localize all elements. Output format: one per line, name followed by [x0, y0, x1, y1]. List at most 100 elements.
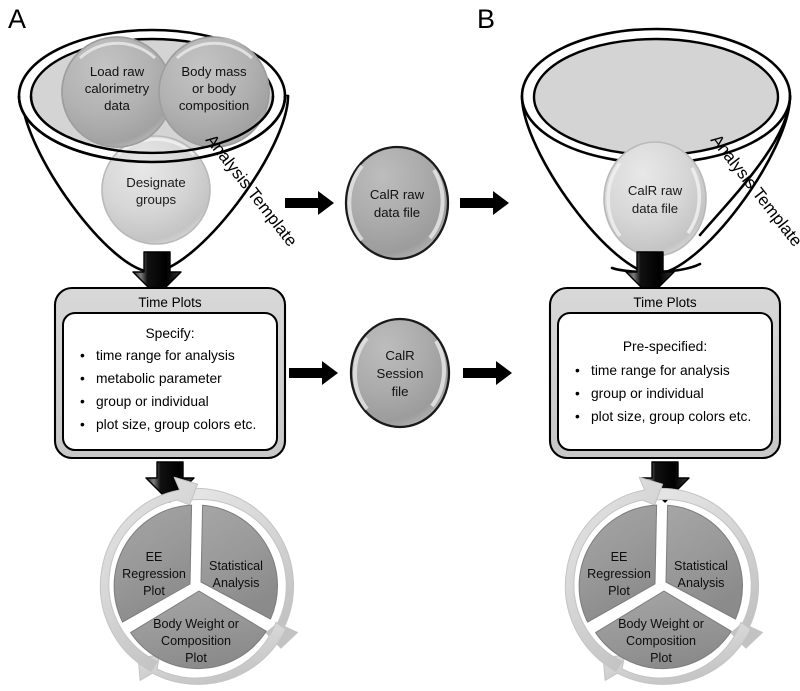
funnel-b-bubble-line-1: data file [632, 201, 678, 216]
time-plots-box-a-heading: Specify: [145, 326, 194, 341]
arrow-right-session-in-shape [289, 361, 338, 385]
calr-session-file-shape [349, 317, 451, 429]
bubble-body-mass-gloss [175, 41, 254, 60]
cycle-a-label-bodyweight-1: Composition [161, 634, 231, 648]
bubble-designate-groups-line-1: groups [136, 192, 177, 207]
bullet-icon: • [575, 363, 580, 378]
cycle-a-segment-body-weight-plot [130, 590, 267, 670]
funnel-b-bubble-gloss-left [606, 161, 622, 238]
time-plots-box-b-item-0: time range for analysis [591, 363, 730, 378]
cycle-a-segment-ee-regression-plot [113, 504, 193, 623]
time-plots-box-a-item-0: time range for analysis [96, 348, 235, 363]
bubble-designate-groups-line-0: Designate [126, 175, 185, 190]
panel-b: B CalR raw data file Analysis Template [477, 4, 800, 685]
arrow-right-raw-out-shape [460, 191, 509, 215]
bubble-load-raw-line-1: calorimetry [85, 81, 150, 96]
cycle-b-arrow-1 [654, 487, 763, 649]
cycle-a-label-bodyweight-0: Body Weight or [153, 617, 239, 631]
cycle-a-label-ee-0: EE [146, 550, 163, 564]
calr-raw-data-file-shape [344, 145, 450, 261]
arrow-right-session-out-shape [463, 361, 512, 385]
cycle-b-label-bodyweight-0: Body Weight or [618, 617, 704, 631]
calr-raw-data-file-line-0: CalR raw [370, 187, 425, 202]
time-plots-box-a-item-3: plot size, group colors etc. [96, 417, 256, 432]
arrow-down-a-1 [132, 251, 182, 297]
calr-session-file-gloss-right [430, 339, 446, 408]
cycle-b-arrow-3 [564, 476, 664, 672]
calr-session-file-line-1: Session [377, 366, 424, 381]
funnel-rim-outer-front-a [17, 95, 287, 164]
cycle-a-ring-arrows [99, 476, 298, 685]
time-plots-box-a-title: Time Plots [138, 295, 202, 310]
calr-raw-data-file-gloss-left [347, 164, 364, 242]
cycle-diagram-a: Statistical Analysis Body Weight or Comp… [99, 476, 298, 685]
bubble-load-raw-line-2: data [104, 98, 130, 113]
time-plots-box-b-item-1: group or individual [591, 386, 704, 401]
calr-raw-data-file-line-1: data file [374, 205, 420, 220]
time-plots-box-b-heading: Pre-specified: [623, 339, 707, 354]
time-plots-box-a-inner [62, 312, 278, 451]
cycle-b-label-ee-2: Plot [608, 584, 630, 598]
funnel-b-bubble-line-0: CalR raw [628, 183, 683, 198]
arrow-down-a-1-shape [132, 251, 182, 297]
time-plots-box-b-inner [557, 312, 773, 451]
panel-a-label: A [8, 4, 26, 34]
bullet-icon: • [575, 386, 580, 401]
cycle-b-label-ee-0: EE [611, 550, 628, 564]
cycle-b-segment-statistical-analysis [665, 504, 743, 620]
time-plots-box-a-item-1: metabolic parameter [96, 371, 222, 386]
cycle-a-segment-statistical-analysis [200, 504, 278, 620]
arrow-right-session-out [463, 361, 512, 385]
time-plots-box-a: Time Plots Specify: • time range for ana… [53, 286, 287, 460]
bubble-designate-groups: Designate groups [101, 135, 211, 245]
arrow-right-raw-out [460, 191, 509, 215]
arrow-right-session-in [289, 361, 338, 385]
arrow-down-b-1 [625, 251, 675, 297]
bubble-load-raw-line-0: Load raw [90, 64, 145, 79]
cycle-a-label-ee-1: Regression [122, 567, 186, 581]
bubble-body-mass-line-0: Body mass [181, 64, 247, 79]
funnel-rim-inner-front-a [29, 95, 275, 155]
cycle-a-segments [113, 504, 278, 670]
bubble-body-mass-line-2: composition [179, 98, 249, 113]
cycle-b-ring-arrows [564, 476, 763, 685]
calr-session-file-line-0: CalR [385, 348, 414, 363]
funnel-a-bubbles: Designate groups Load raw calorimetry da… [17, 36, 287, 245]
cycle-a-arrow-1 [189, 487, 298, 649]
time-plots-box-b-title: Time Plots [633, 295, 697, 310]
bubble-body-mass-shape-inside [158, 36, 270, 148]
arrow-down-b-1-shape [625, 251, 675, 297]
bullet-icon: • [80, 394, 85, 409]
cycle-diagram-b: Statistical Analysis Body Weight or Comp… [564, 476, 763, 685]
cycle-a-label-statistical-1: Analysis [213, 576, 260, 590]
bubble-load-raw-calorimetry-data: Load raw calorimetry data [61, 36, 173, 148]
calr-raw-data-file-gloss-right [428, 168, 445, 240]
cycle-b-label-bodyweight-1: Composition [626, 634, 696, 648]
funnel-b-bubble-shape [603, 141, 707, 257]
funnel-rim-inner-b [532, 37, 780, 157]
cycle-b-segment-ee-regression-plot [578, 504, 658, 623]
panel-b-label: B [477, 4, 495, 34]
cycle-a-arrow-3 [99, 476, 199, 672]
cycle-b-label-statistical-1: Analysis [678, 576, 725, 590]
cycle-a-label-ee-2: Plot [143, 584, 165, 598]
bubble-body-mass-line-1: or body [192, 81, 236, 96]
bullet-icon: • [575, 409, 580, 424]
cycle-a-label-statistical-0: Statistical [209, 559, 263, 573]
bubble-designate-groups-shape [101, 135, 211, 245]
cycle-a-label-bodyweight-2: Plot [185, 651, 207, 665]
bubble-body-mass-or-composition: Body mass or body composition [158, 36, 270, 148]
cycle-b-labels: Statistical Analysis Body Weight or Comp… [587, 550, 728, 665]
cycle-b-label-statistical-0: Statistical [674, 559, 728, 573]
cycle-b-label-bodyweight-2: Plot [650, 651, 672, 665]
arrow-right-raw-in-shape [285, 191, 334, 215]
time-plots-box-b: Time Plots Pre-specified: • time range f… [548, 286, 782, 460]
calr-session-file-line-2: file [392, 384, 409, 399]
bullet-icon: • [80, 371, 85, 386]
calr-session-file-gloss-left [352, 336, 369, 411]
cycle-b-segment-body-weight-plot [595, 590, 732, 670]
funnel-b-bubble-calr-raw-data-file: CalR raw data file [603, 141, 707, 257]
calr-raw-data-file-node: CalR raw data file [344, 145, 450, 261]
